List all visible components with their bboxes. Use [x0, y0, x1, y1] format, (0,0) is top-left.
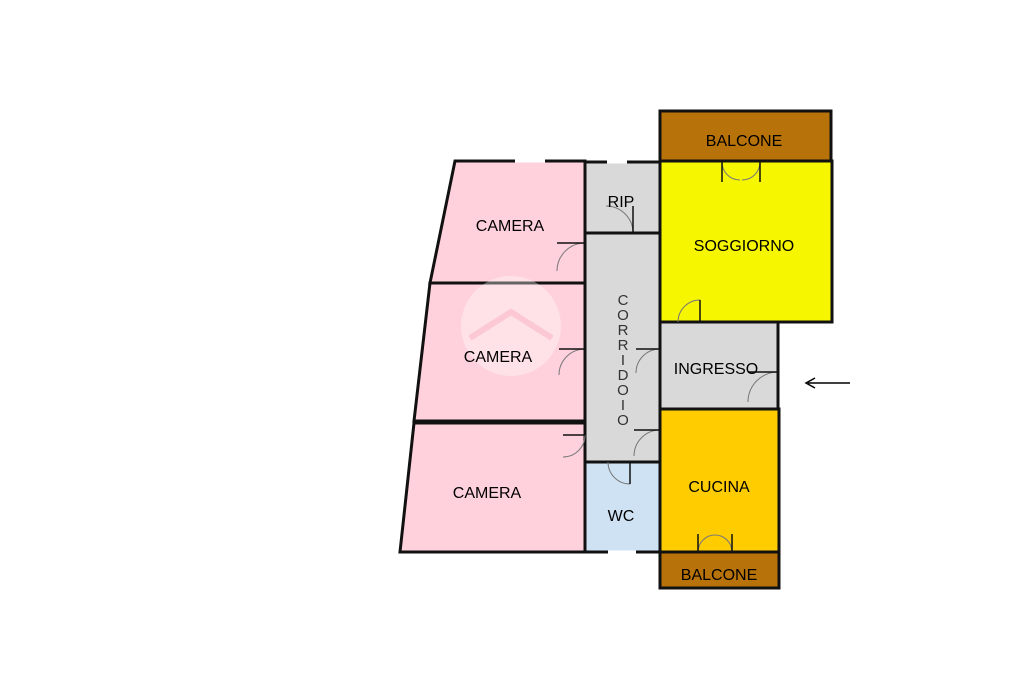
label-corridoio-letter: O	[617, 412, 629, 429]
label-corridoio-letter: R	[618, 337, 629, 354]
label-ingresso: INGRESSO	[674, 361, 758, 378]
door-camera-3	[562, 434, 586, 458]
label-corridoio-letter: C	[618, 292, 629, 309]
room-labels: BALCONE SOGGIORNO RIP CAMERA CAMERA CAME…	[453, 133, 794, 584]
windows	[515, 159, 636, 554]
label-corridoio-letter: D	[618, 367, 629, 384]
label-camera-1: CAMERA	[476, 218, 545, 235]
label-cucina: CUCINA	[688, 479, 750, 496]
house-watermark-icon	[461, 276, 561, 376]
label-wc: WC	[608, 508, 635, 525]
door-soggiorno	[677, 299, 701, 323]
label-balcone-top: BALCONE	[706, 133, 782, 150]
label-rip: RIP	[608, 194, 635, 211]
door-wc	[607, 461, 631, 485]
label-camera-3: CAMERA	[453, 485, 522, 502]
entrance-arrow-icon	[804, 377, 850, 389]
label-camera-2: CAMERA	[464, 349, 533, 366]
room-balcone-bottom	[658, 550, 781, 590]
label-corridoio: C O R R I D O I O	[617, 292, 629, 429]
label-corridoio-letter: R	[618, 322, 629, 339]
room-wc	[583, 460, 662, 554]
label-corridoio-letter: I	[621, 352, 625, 369]
rooms	[398, 109, 834, 590]
label-corridoio-letter: O	[617, 382, 629, 399]
label-soggiorno: SOGGIORNO	[694, 238, 794, 255]
label-corridoio-letter: I	[621, 397, 625, 414]
doors	[556, 161, 779, 553]
label-corridoio-letter: O	[617, 307, 629, 324]
label-balcone-bottom: BALCONE	[681, 567, 757, 584]
